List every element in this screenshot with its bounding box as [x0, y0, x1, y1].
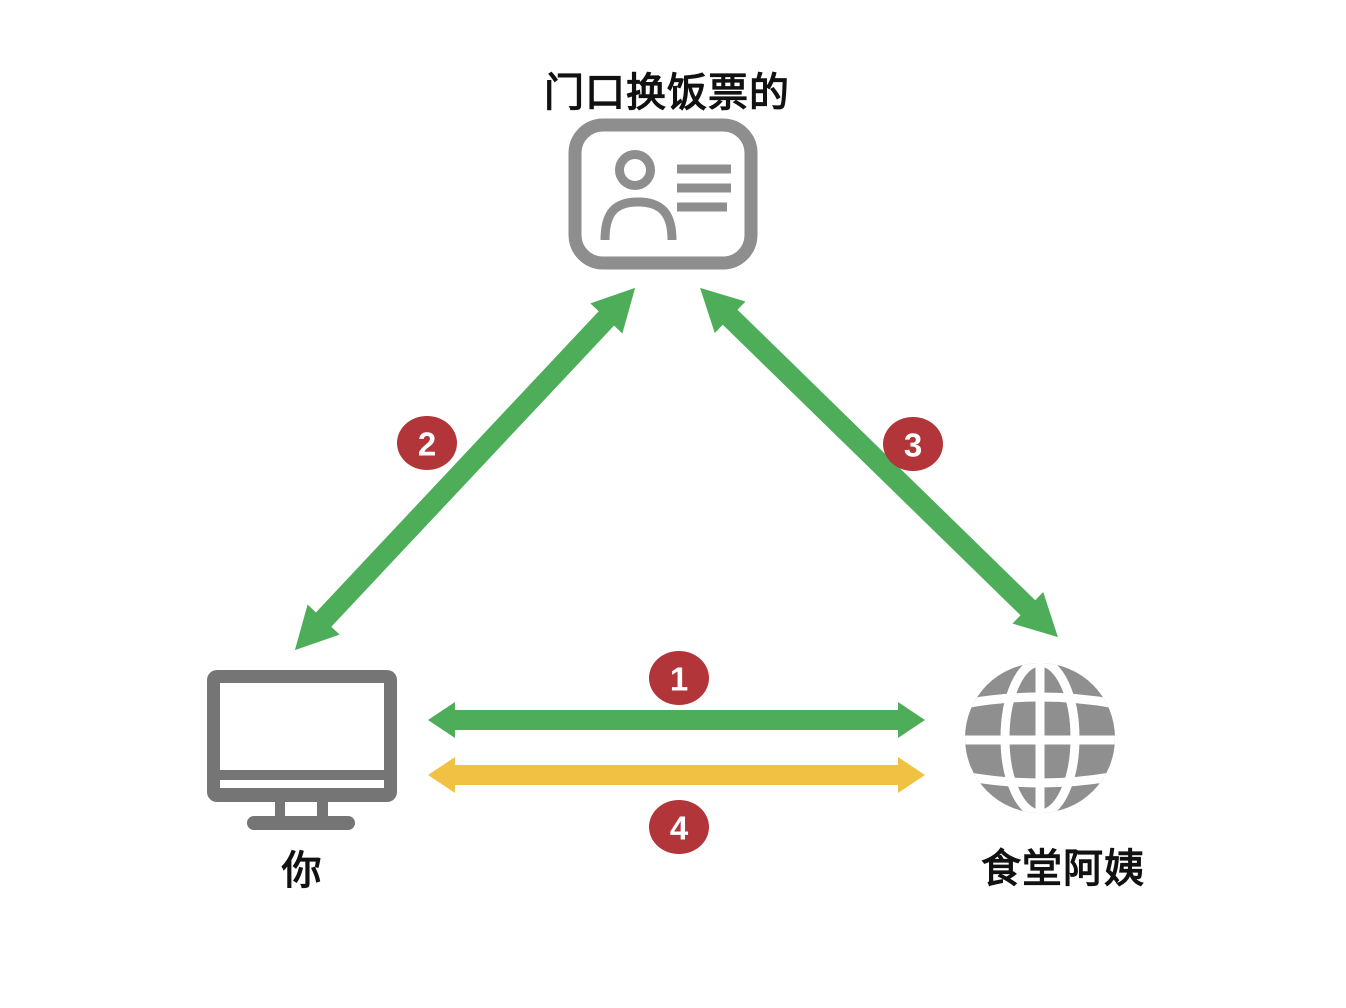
step-badge-3: 3 — [883, 417, 943, 471]
step-badge-4-number: 4 — [670, 810, 689, 847]
step-badge-2-number: 2 — [418, 426, 436, 463]
monitor-icon — [207, 670, 397, 830]
arrow-client-server-yellow — [428, 757, 925, 793]
step-badge-4: 4 — [649, 800, 709, 854]
arrow-client-server-green — [428, 702, 925, 738]
authority-label: 门口换饭票的 — [544, 71, 790, 115]
id-card-icon — [568, 118, 758, 270]
arrow-authority-server — [700, 287, 1058, 638]
server-label: 食堂阿姨 — [981, 847, 1145, 891]
step-badge-3-number: 3 — [904, 427, 922, 464]
step-badge-1-number: 1 — [670, 661, 688, 698]
step-badge-1: 1 — [649, 651, 709, 705]
step-badge-2: 2 — [397, 416, 457, 470]
globe-icon — [965, 663, 1115, 813]
client-label: 你 — [281, 849, 323, 893]
arrow-client-authority — [294, 287, 636, 651]
